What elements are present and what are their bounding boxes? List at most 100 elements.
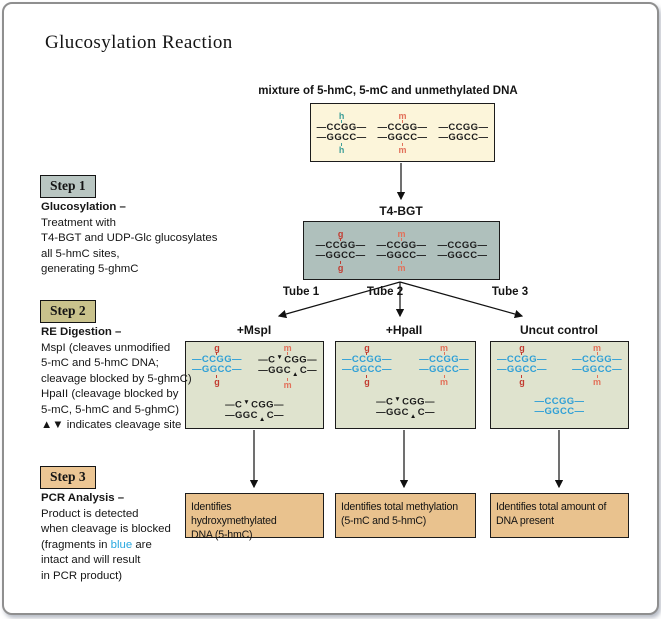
modification-mark-above: m [440, 344, 448, 355]
dna-duplex: h—CCGG——GGCC—h [316, 110, 367, 155]
bond-tick [521, 352, 523, 355]
bond-tick [341, 142, 343, 146]
modification-mark-below: m [398, 142, 407, 155]
modification-mark-above: g [214, 344, 220, 355]
bond-tick [401, 119, 403, 123]
modification-mark-above: m [593, 344, 601, 355]
step-text-line: HpaII (cleavage blocked by [41, 387, 192, 403]
modification-letter: h [338, 110, 345, 121]
bond-tick [340, 260, 342, 264]
dna-duplex: —C▼CGG——GGC▲C— [376, 386, 435, 431]
modification-letter: m [397, 228, 406, 239]
modification-mark-below: m [593, 375, 602, 387]
dna-duplex: m—CCGG——GGCC—m [376, 228, 427, 273]
highlighted-word: blue [110, 538, 133, 551]
result-box-total-methylation: Identifies total methylation (5-mC and 5… [335, 493, 476, 538]
text-segment: generating 5-ghmC [41, 263, 139, 275]
dna-duplex: m—C▼CGG——GGC▲C—m [258, 344, 317, 390]
dna-duplex: g—CCGG——GGCC—g [192, 344, 242, 389]
text-segment: all 5-hmC sites, [41, 247, 120, 260]
top-strand: —CCGG— [342, 354, 392, 365]
page-title: Glucosylation Reaction [45, 32, 233, 53]
step-text-line: 5-mC, 5-hmC and 5-ghmC) [41, 403, 192, 419]
text-segment: Treatment with [41, 216, 116, 229]
bond-tick [216, 352, 218, 355]
modification-letter: m [398, 110, 407, 121]
mixture-label: mixture of 5-hmC, 5-mC and unmethylated … [258, 85, 518, 97]
dna-duplex: —C▼CGG——GGC▲C— [225, 389, 284, 434]
bottom-strand: —GGCC— [438, 131, 489, 143]
top-strand: —CCGG— [437, 239, 488, 251]
modification-letter: m [397, 262, 406, 273]
modification-mark-above: m [398, 110, 407, 123]
text-segment: HpaII (cleavage blocked by [41, 388, 179, 400]
bottom-strand: —GGCC— [377, 131, 428, 143]
bond-tick [400, 237, 402, 241]
text-segment: 5-mC and 5-hmC DNA; [41, 357, 159, 369]
bottom-strand: —GGCC— [342, 364, 392, 375]
bottom-strand: —GGCC— [315, 249, 366, 261]
bottom-strand: —GGCC— [419, 364, 469, 375]
modification-letter: m [593, 377, 602, 387]
modification-letter: m [593, 343, 602, 353]
dna-duplex: m—CCGG——GGCC—m [419, 344, 469, 387]
bottom-strand: —GGCC— [376, 249, 427, 261]
bond-tick [340, 237, 342, 241]
top-strand: —C▼CGG— [258, 354, 317, 366]
modification-letter: g [519, 377, 525, 387]
cleavage-up-icon: ▲ [291, 371, 299, 378]
top-strand: —CCGG— [315, 239, 366, 251]
modification-mark-below: g [364, 375, 370, 387]
uncut-control-title: Uncut control [520, 323, 598, 337]
modification-letter: m [398, 144, 407, 155]
text-segment: when cleavage is blocked [41, 523, 171, 535]
tube3-label: Tube 3 [491, 286, 529, 298]
bond-tick [401, 142, 403, 146]
bottom-strand: —GGC▲C— [225, 409, 284, 423]
step2-badge: Step 2 [40, 300, 96, 323]
cleavage-down-icon: ▼ [276, 354, 284, 361]
modification-letter: g [337, 262, 344, 273]
top-strand: —C▼CGG— [225, 399, 284, 411]
modification-letter: g [364, 343, 370, 353]
top-strand: —CCGG— [376, 239, 427, 251]
top-strand: —CCGG— [438, 121, 489, 133]
top-strand: —CCGG— [534, 396, 585, 407]
bottom-strand: —GGCC— [316, 131, 367, 143]
modification-letter: g [214, 377, 220, 387]
modification-letter: g [364, 377, 370, 387]
bond-tick [366, 352, 368, 355]
t4-bgt-label: T4-BGT [379, 204, 423, 218]
modification-letter: m [440, 343, 449, 353]
text-segment: MspI (cleaves unmodified [41, 341, 171, 354]
step-text-line: generating 5-ghmC [41, 262, 217, 278]
step3-badge: Step 3 [40, 466, 96, 489]
bond-tick [341, 119, 343, 123]
bond-tick [287, 352, 289, 355]
step-text-line: cleavage blocked by 5-ghmC) [41, 372, 192, 388]
top-strand: —CCGG— [192, 354, 242, 365]
modification-mark-below: g [214, 375, 220, 387]
modification-mark-below: h [338, 142, 345, 155]
top-strand: —CCGG— [316, 121, 367, 133]
bond-tick [443, 375, 445, 378]
bottom-strand: —GGC▲C— [258, 364, 317, 378]
step-text-line: MspI (cleaves unmodified [41, 341, 192, 357]
step-text-line: (fragments in blue are [41, 538, 171, 554]
text-segment: cleavage blocked by 5-ghmC) [41, 372, 192, 385]
bottom-strand: —GGC▲C— [376, 406, 435, 420]
bond-tick [443, 352, 445, 355]
modification-letter: h [338, 144, 345, 155]
modification-mark-below: m [440, 375, 448, 387]
cleavage-up-icon: ▲ [409, 413, 417, 420]
step-text-line: in PCR product) [41, 569, 171, 585]
modification-letter: g [519, 343, 525, 353]
